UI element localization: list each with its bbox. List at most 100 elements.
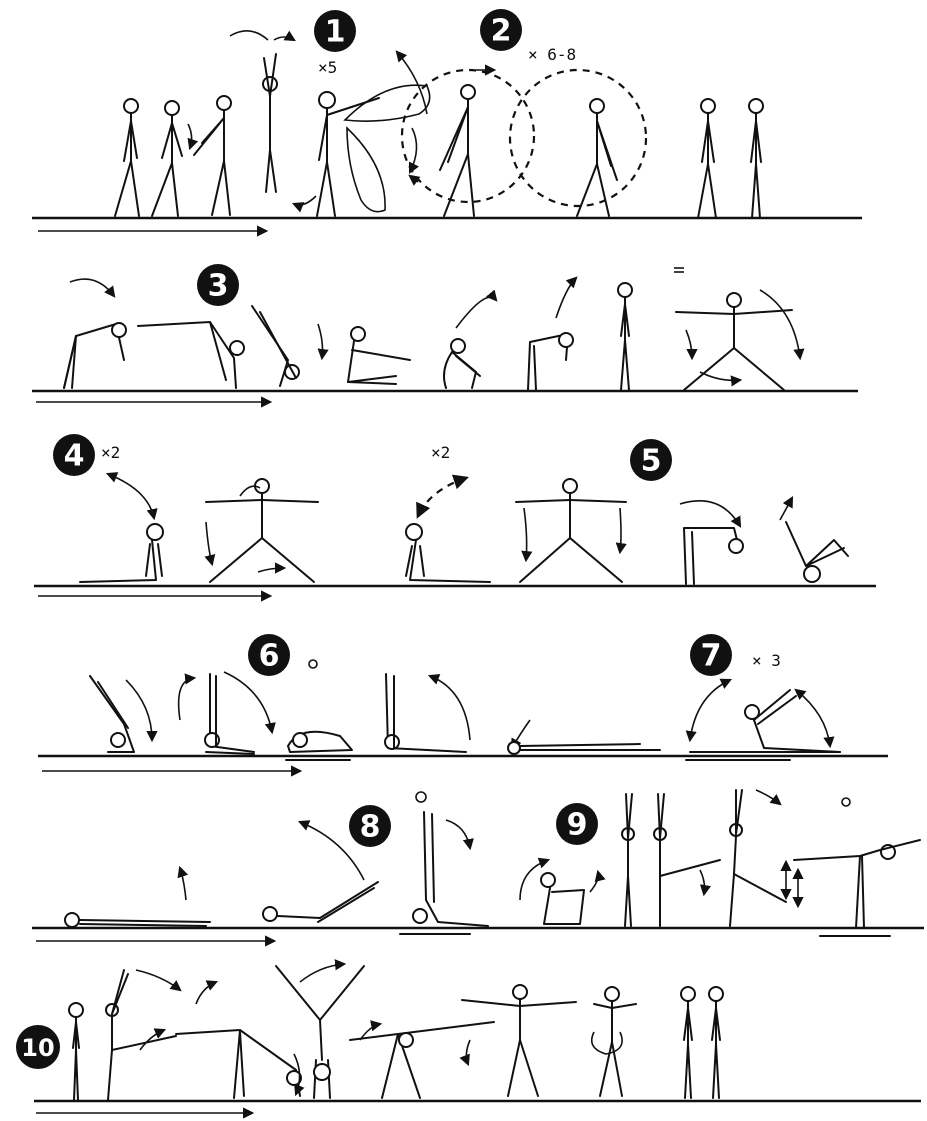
step-number-label: 7 — [701, 639, 722, 674]
motion-arrow — [690, 680, 730, 740]
gymnast-figure — [749, 99, 763, 218]
gymnast-figure — [152, 101, 182, 216]
motion-arrow — [524, 508, 527, 560]
step-number-label: 10 — [21, 1034, 54, 1062]
step-number-3: 3 — [197, 264, 239, 306]
gymnast-figure — [69, 1003, 83, 1100]
motion-arrow — [680, 501, 740, 526]
equals-mark — [674, 268, 684, 272]
motion-arrow — [700, 870, 705, 894]
ground-lines — [32, 218, 924, 1113]
motion-arrow — [206, 522, 212, 564]
repetition-label-1: ×5 — [318, 58, 337, 77]
gymnast-figure — [686, 690, 840, 760]
step-number-9: 9 — [556, 803, 598, 845]
gymnast-figure — [440, 85, 475, 216]
gymnast-figure — [684, 528, 743, 584]
gymnast-figure — [176, 1030, 301, 1098]
motion-arrow — [796, 690, 830, 746]
motion-arrow — [592, 1032, 622, 1054]
motion-arrow — [780, 498, 792, 520]
gymnast-figure — [676, 293, 792, 390]
step-number-1: 1 — [314, 10, 356, 52]
gymnast-figure — [350, 1022, 494, 1098]
gymnast-figure — [654, 794, 720, 926]
motion-arrow — [430, 676, 470, 740]
small-circle-mark — [416, 792, 426, 802]
gymnast-figure — [528, 333, 573, 390]
gymnast-figure — [622, 794, 634, 926]
gymnast-figure — [462, 985, 576, 1096]
step-number-label: 3 — [208, 269, 229, 304]
motion-arrow — [258, 568, 284, 572]
gymnast-figure — [348, 327, 410, 384]
arm-swing-shape — [345, 85, 430, 121]
gymnast-figure — [709, 987, 723, 1098]
motion-arrow — [188, 124, 192, 148]
arm-swing-shape — [347, 128, 385, 212]
gymnast-figures-row-1 — [115, 31, 763, 218]
gymnast-figure — [65, 913, 210, 927]
motion-arrow — [456, 297, 496, 328]
gymnast-figure — [594, 987, 636, 1096]
gymnast-figure — [263, 54, 277, 192]
gymnast-figures-row-4 — [90, 672, 840, 760]
motion-arrow — [556, 278, 576, 318]
step-number-label: 6 — [259, 639, 280, 674]
step-number-5: 5 — [630, 439, 672, 481]
motion-arrow — [466, 1040, 470, 1064]
motion-arrow — [300, 964, 344, 982]
arm-circle-path — [510, 70, 646, 206]
motion-arrow — [70, 279, 114, 296]
gymnast-figures-row-5 — [65, 790, 920, 936]
motion-arrow — [126, 680, 152, 740]
gymnast-figure — [115, 99, 139, 216]
motion-arrow — [179, 678, 194, 720]
gymnast-figure — [262, 882, 378, 928]
motion-arrow — [418, 478, 466, 516]
motion-arrow — [756, 790, 780, 804]
gymnast-figure — [516, 479, 626, 582]
step-number-10: 10 — [16, 1025, 60, 1069]
gymnast-figure — [194, 96, 231, 215]
gymnast-figure — [618, 283, 632, 390]
gymnast-figure — [90, 676, 134, 752]
repetition-label-5: ×2 — [431, 443, 450, 462]
motion-arrow — [620, 508, 621, 552]
gymnast-figure — [786, 522, 848, 582]
gymnast-figure — [444, 339, 480, 388]
motion-arrow — [410, 128, 417, 172]
motion-arrow — [446, 820, 470, 848]
motion-arrow — [136, 970, 180, 990]
gymnast-figure — [400, 812, 488, 934]
step-number-6: 6 — [248, 634, 290, 676]
gymnast-figures-row-2 — [64, 278, 800, 390]
gymnast-figures-row-6 — [69, 964, 723, 1100]
gymnast-figure — [138, 322, 244, 388]
gymnast-figure — [681, 987, 695, 1098]
small-circle-mark — [309, 660, 317, 668]
gymnast-figure — [794, 840, 920, 936]
step-number-label: 8 — [360, 810, 381, 845]
gymnast-figure — [406, 524, 490, 582]
gymnast-figure — [252, 306, 299, 386]
motion-arrow — [397, 52, 427, 114]
gymnast-figure — [385, 674, 466, 752]
gymnast-figure — [64, 323, 126, 388]
step-number-8: 8 — [349, 805, 391, 847]
motion-arrow — [590, 872, 598, 892]
step-number-2: 2 — [480, 9, 522, 51]
step-number-7: 7 — [690, 634, 732, 676]
step-number-4: 4 — [53, 434, 95, 476]
motion-arrow — [224, 672, 272, 732]
gymnast-figure — [577, 99, 617, 216]
gymnast-figure — [698, 99, 716, 218]
repetition-label-2: × 6-8 — [528, 45, 576, 64]
gymnast-figure — [106, 970, 176, 1100]
motion-arrow — [180, 868, 186, 900]
motion-arrow — [700, 372, 740, 380]
gymnast-figure — [80, 524, 163, 582]
gymnast-figure — [541, 873, 584, 924]
motion-arrow — [230, 31, 268, 40]
